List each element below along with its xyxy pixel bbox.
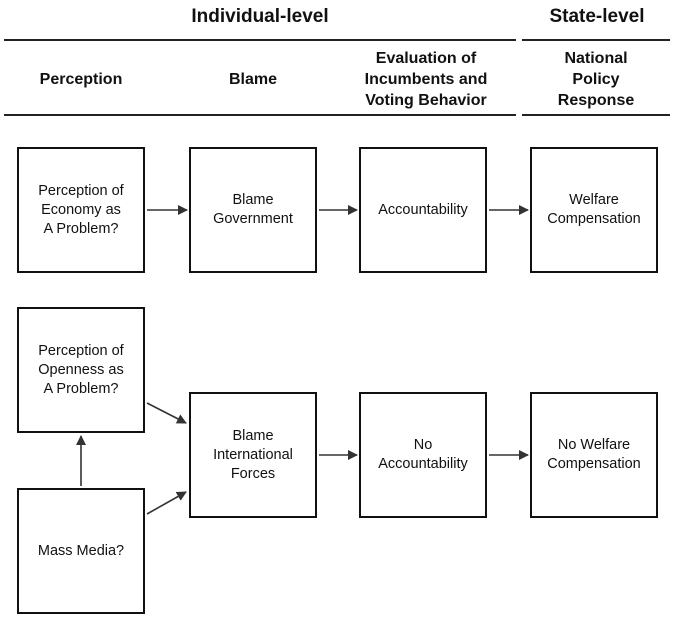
arrow-openness-to-blame-international xyxy=(146,402,187,424)
column-header-evaluation-label: Evaluation of Incumbents and Voting Beha… xyxy=(364,49,488,109)
box-blame-government: Blame Government xyxy=(189,147,317,273)
box-no-accountability-label: No Accountability xyxy=(378,437,468,472)
state-level-rule-top xyxy=(522,39,670,41)
box-perception-openness: Perception of Openness as A Problem? xyxy=(17,307,145,433)
box-no-welfare-compensation-label: No Welfare Compensation xyxy=(547,437,641,472)
individual-level-rule-top xyxy=(4,39,516,41)
box-welfare-compensation-label: Welfare Compensation xyxy=(547,192,641,227)
column-header-response: National Policy Response xyxy=(522,46,670,112)
box-perception-openness-label: Perception of Openness as A Problem? xyxy=(38,342,124,397)
state-level-title: State-level xyxy=(549,6,645,27)
box-mass-media-label: Mass Media? xyxy=(37,542,125,559)
box-blame-government-label: Blame Government xyxy=(213,192,293,227)
column-header-blame-label: Blame xyxy=(228,70,278,88)
box-no-accountability: No Accountability xyxy=(359,392,487,518)
box-blame-international-forces-label: Blame International Forces xyxy=(213,427,293,482)
box-accountability: Accountability xyxy=(359,147,487,273)
column-header-evaluation: Evaluation of Incumbents and Voting Beha… xyxy=(346,46,506,112)
individual-level-rule-bottom xyxy=(4,114,516,116)
box-perception-economy: Perception of Economy as A Problem? xyxy=(17,147,145,273)
box-perception-economy-label: Perception of Economy as A Problem? xyxy=(38,182,124,237)
box-blame-international-forces: Blame International Forces xyxy=(189,392,317,518)
column-header-perception: Perception xyxy=(4,46,158,112)
box-accountability-label: Accountability xyxy=(378,201,468,218)
column-header-perception-label: Perception xyxy=(39,70,123,88)
arrow-mass-media-to-blame-international xyxy=(146,491,187,515)
state-level-rule-bottom xyxy=(522,114,670,116)
column-header-response-label: National Policy Response xyxy=(557,49,635,109)
box-welfare-compensation: Welfare Compensation xyxy=(530,147,658,273)
column-header-blame: Blame xyxy=(176,46,330,112)
box-no-welfare-compensation: No Welfare Compensation xyxy=(530,392,658,518)
box-mass-media: Mass Media? xyxy=(17,488,145,614)
individual-level-title: Individual-level xyxy=(191,6,329,27)
